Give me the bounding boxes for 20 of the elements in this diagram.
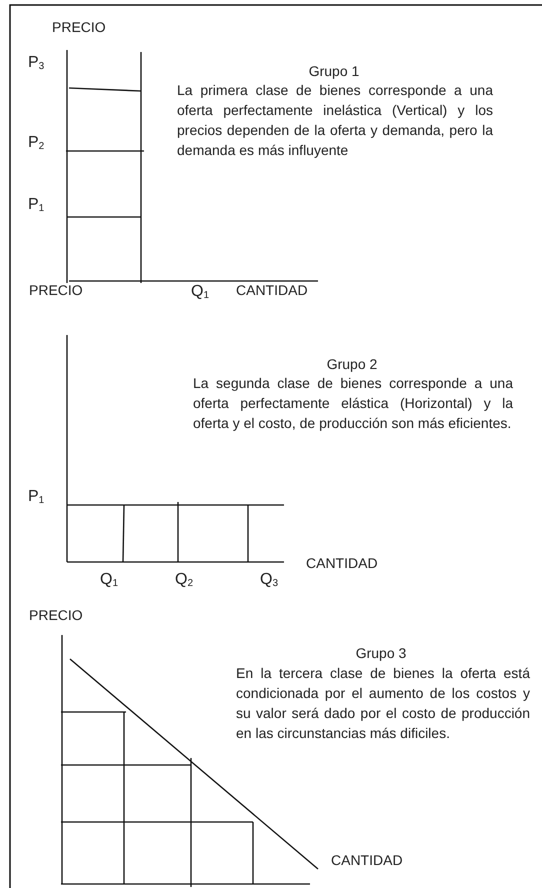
group-heading: Grupo 2	[326, 355, 378, 373]
tick-label: Q$_{2}$	[175, 571, 194, 589]
tick-label: P$_{2}$	[28, 134, 44, 152]
description-text: En la tercera clase de bienes la oferta está condicionada por el aumento de los costos y su valor será dado por el costo de producción en las circunstancias más dificiles.	[236, 664, 530, 743]
description-text: La primera clase de bienes corresponde a una oferta perfectamente inelástica (Vertical) y los precios dependen de la oferta y demanda, pero la demanda es más influyente	[177, 81, 493, 160]
group-heading: Grupo 3	[356, 644, 406, 662]
tick-label: Q$_{3}$	[260, 571, 278, 589]
axis-label: PRECIO	[29, 606, 83, 624]
axis-label: CANTIDAD	[306, 554, 378, 572]
tick-label: P$_{3}$	[28, 54, 44, 72]
tick-label: P$_{1}$	[28, 488, 44, 506]
tick-label: P$_{1}$	[28, 196, 44, 214]
axis-label: PRECIO	[52, 18, 106, 36]
description-text: La segunda clase de bienes corresponde a una oferta perfectamente elástica (Horizontal) y la oferta y el costo, de producción son más eficientes.	[193, 374, 513, 433]
axis-label: CANTIDAD	[331, 851, 403, 869]
axis-label: PRECIO	[29, 281, 83, 299]
tick-label: Q$_{1}$	[191, 283, 210, 301]
tick-label: Q$_{1}$	[100, 571, 118, 589]
axis-label: CANTIDAD	[236, 281, 308, 299]
group-heading: Grupo 1	[308, 62, 360, 80]
